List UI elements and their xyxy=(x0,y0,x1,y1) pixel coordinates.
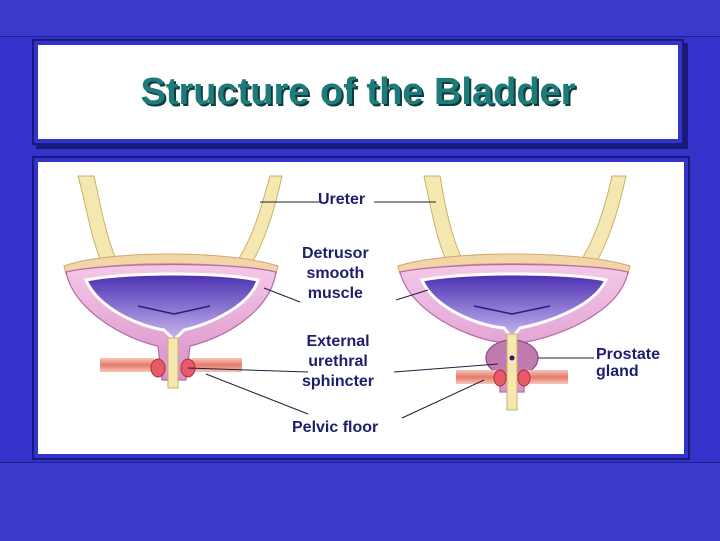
top-band xyxy=(0,0,720,37)
leader-detrusor-right xyxy=(395,289,429,301)
label-detrusor-line1: Detrusor xyxy=(302,245,369,262)
label-sphincter-line1: External xyxy=(306,333,370,350)
left-bladder xyxy=(63,175,283,389)
leader-detrusor-left xyxy=(263,287,301,303)
right-bladder xyxy=(397,175,631,411)
label-external-urethral-sphincter: External urethral sphincter xyxy=(302,332,374,392)
bottom-band xyxy=(0,462,720,541)
leader-sphincter-left xyxy=(187,367,309,373)
label-ureter: Ureter xyxy=(318,190,365,210)
bladder-diagram xyxy=(63,175,631,419)
left-sphincter-left xyxy=(150,358,166,378)
label-ureter-text: Ureter xyxy=(318,191,366,208)
label-prostate-gland: Prostate gland xyxy=(596,346,660,380)
leader-sphincter-right xyxy=(393,363,499,373)
leader-lines xyxy=(187,201,594,419)
left-urethra xyxy=(167,337,179,389)
left-pelvic-floor-left xyxy=(100,358,154,372)
label-sphincter-line3: sphincter xyxy=(302,373,375,390)
right-sphincter-left xyxy=(493,369,507,387)
right-pelvic-floor-right xyxy=(524,370,568,384)
right-urethra xyxy=(506,333,518,411)
label-pelvic-floor: Pelvic floor xyxy=(292,418,378,438)
label-detrusor-line3: muscle xyxy=(307,285,363,302)
label-prostate-line1: Prostate xyxy=(596,346,661,363)
title-box: Structure of the Bladder xyxy=(34,41,682,143)
leader-pelvic-left xyxy=(205,373,309,415)
left-bladder-lumen xyxy=(83,272,260,343)
diagram-panel: Ureter Detrusor smooth muscle External u… xyxy=(34,158,688,458)
label-detrusor-line2: smooth xyxy=(306,265,365,282)
leader-pelvic-right xyxy=(401,379,485,419)
label-detrusor-smooth-muscle: Detrusor smooth muscle xyxy=(302,244,369,304)
label-sphincter-line2: urethral xyxy=(308,353,368,370)
right-pelvic-floor-left xyxy=(456,370,502,384)
label-pelvic-floor-text: Pelvic floor xyxy=(292,419,379,436)
label-prostate-line2: gland xyxy=(596,363,639,380)
slide-title: Structure of the Bladder xyxy=(140,70,576,113)
right-sphincter-right xyxy=(517,369,531,387)
right-bladder-lumen xyxy=(419,272,609,341)
